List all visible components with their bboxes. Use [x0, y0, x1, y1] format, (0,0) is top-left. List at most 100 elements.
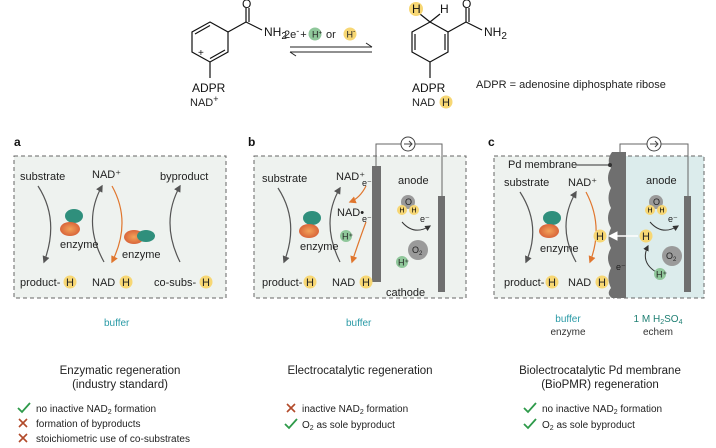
nadh-adpr: ADPR — [412, 81, 446, 95]
enzyme-icon — [60, 209, 83, 236]
panel-b-letter: b — [248, 135, 255, 149]
panel-c-h-acid-badge — [639, 229, 653, 243]
panel-c-letter: c — [488, 135, 495, 149]
nadh-label-h-badge — [439, 95, 453, 109]
panel-b-anode-e: e⁻ — [420, 214, 430, 224]
panel-b-product-h: H — [306, 277, 314, 289]
panel-a-product-h-badge — [63, 275, 77, 289]
panel-b-cathode: cathode — [386, 287, 425, 299]
panel-c-anode: anode — [646, 175, 677, 187]
nad-plus-structure — [191, 8, 263, 78]
panel-a-title-1: Enzymatic regeneration — [60, 365, 181, 377]
panel-c-water: O H H — [645, 195, 667, 215]
panel-c-arrow-nad-down — [585, 191, 597, 264]
panel-b-anode-h-plus-badge — [396, 256, 408, 268]
panel-a-bullet-1: no inactive NAD2 formation — [36, 404, 156, 416]
panel-c-enzyme: enzyme — [540, 243, 579, 255]
panel-b-h-plus: H⁺ — [342, 232, 353, 242]
enzyme-icon — [124, 230, 155, 244]
nadh-label-h: H — [442, 97, 450, 109]
panel-a-product-h: H — [66, 277, 74, 289]
enzyme-icon — [539, 211, 561, 238]
panel-b-h-plus-badge — [340, 230, 352, 242]
panel-b: b substrate NAD⁺ NAD• e⁻ e⁻ enzyme H⁺ pr… — [248, 135, 467, 432]
panel-c-anode-e: e⁻ — [668, 214, 678, 224]
panel-c-nad-plus: NAD⁺ — [568, 177, 597, 189]
panel-a-title-2: (industry standard) — [72, 379, 168, 391]
panel-b-o2-badge — [408, 240, 428, 260]
panel-a-enzyme-1: enzyme — [60, 239, 99, 251]
panel-a-arrow-nad-down — [111, 185, 123, 264]
check-icon — [523, 418, 537, 430]
nadh-h: H — [440, 2, 449, 16]
panel-c-arrow-substrate — [519, 191, 534, 264]
svg-text:H: H — [412, 208, 417, 215]
h-plus-text: H+ — [312, 30, 323, 40]
nad-plus-label: NAD+ — [190, 94, 219, 109]
panel-c-arrow-nadh-up — [565, 190, 577, 263]
panel-b-anode-arrow — [401, 221, 432, 232]
panel-c-membrane-label: Pd membrane — [508, 159, 577, 171]
panel-b-cathode-electrode — [372, 166, 381, 282]
panel-b-anode: anode — [398, 175, 429, 187]
panel-c-product-h-badge — [545, 275, 559, 289]
panel-a-enzyme-2: enzyme — [122, 249, 161, 261]
panel-b-buffer: buffer — [346, 318, 372, 329]
panel-c-nadh-h: H — [598, 277, 606, 289]
check-icon — [17, 402, 31, 414]
panel-c-title-2: (BioPMR) regeneration — [541, 379, 659, 391]
panel-a-nadh: NAD — [92, 277, 115, 289]
panel-c-bullet-1: no inactive NAD2 formation — [542, 404, 662, 416]
panel-c-acid-echem: echem — [643, 327, 673, 338]
nad-adpr: ADPR — [192, 81, 226, 95]
panel-c: c Pd membrane substrate NAD⁺ enzyme H H … — [488, 135, 705, 432]
panel-c-proton-arrow — [643, 244, 657, 273]
panel-b-o2: O2 — [412, 245, 423, 257]
reaction-header: O NH2 + ADPR NAD+ 2e-+ H+ or H- — [190, 0, 666, 109]
panel-b-nad-radical: NAD• — [337, 207, 364, 219]
panel-b-arrow-nadh-up — [329, 186, 341, 263]
panel-a-product: product- — [20, 277, 61, 289]
panel-c-h-plus-badge — [654, 268, 666, 280]
panel-c-o2: O2 — [666, 251, 677, 263]
panel-c-product: product- — [504, 277, 545, 289]
adpr-definition: ADPR = adenosine diphosphate ribose — [476, 79, 666, 91]
panel-b-e-1: e⁻ — [362, 178, 372, 188]
panel-c-h-buffer: H — [596, 231, 604, 243]
panel-a-bullet-3: stoichiometric use of co-substrates — [36, 434, 190, 445]
nadh-nh2: NH2 — [484, 25, 507, 42]
panel-c-product-h: H — [548, 277, 556, 289]
svg-text:H: H — [648, 208, 653, 215]
panel-a-box — [13, 155, 227, 299]
panel-b-nadh-h-badge — [359, 275, 373, 289]
panel-b-title: Electrocatalytic regeneration — [287, 365, 432, 377]
panel-c-substrate: substrate — [504, 177, 549, 189]
panel-c-h-plus: H⁺ — [656, 270, 667, 280]
enzyme-icon — [299, 211, 321, 238]
h-plus-badge — [308, 27, 322, 41]
panel-a-cosubs-h: H — [202, 277, 210, 289]
panel-a-arrow-nadh-up — [91, 184, 105, 263]
panel-c-membrane-e: e⁻ — [616, 262, 626, 272]
svg-text:O: O — [653, 197, 660, 207]
panel-b-product: product- — [262, 277, 303, 289]
equilibrium-arrow: 2e-+ H+ or H- — [284, 26, 373, 57]
svg-text:H: H — [400, 208, 405, 215]
panel-c-pd-membrane — [608, 152, 626, 298]
panel-c-buffer: buffer — [555, 314, 581, 325]
panel-c-anode-electrode — [684, 196, 691, 292]
h-minus-badge — [343, 27, 357, 41]
panel-c-title-1: Biolectrocatalytic Pd membrane — [519, 365, 681, 377]
panel-b-nadh-h: H — [362, 277, 370, 289]
nad-nh2: NH2 — [264, 25, 287, 42]
panel-c-acid: 1 M H2SO4 — [634, 314, 683, 326]
panel-b-nadh: NAD — [332, 277, 355, 289]
panel-a-cosubs: co-subs- — [154, 277, 197, 289]
panel-c-nadh-h-badge — [595, 275, 609, 289]
panel-c-anode-arrow — [649, 221, 680, 232]
panel-a-nad-plus: NAD⁺ — [92, 169, 121, 181]
panel-b-enzyme: enzyme — [300, 241, 339, 253]
panel-b-arrow-e1 — [348, 185, 367, 204]
panel-b-bullet-1: inactive NAD2 formation — [302, 404, 408, 416]
panel-a-letter: a — [14, 135, 21, 149]
